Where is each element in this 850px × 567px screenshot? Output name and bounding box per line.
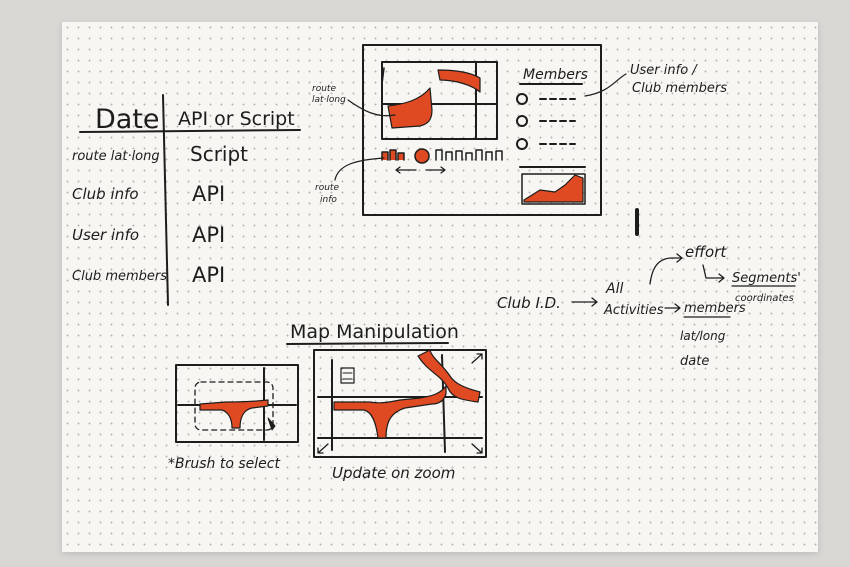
route-info-note: route xyxy=(315,183,339,193)
member-avatar xyxy=(516,138,528,150)
annotation-pointer xyxy=(334,157,385,181)
table-row-data-label: Club info xyxy=(72,185,139,203)
annotation-pointer xyxy=(347,99,396,117)
route-segment xyxy=(333,385,447,439)
flow-lat-long: lat/long xyxy=(680,329,726,343)
dashboard-frame xyxy=(362,44,602,216)
flow-arrow xyxy=(664,303,681,313)
route-info-note: info xyxy=(320,195,337,205)
map-manipulation-section: Map Manipulation *Brush to select xyxy=(168,321,487,482)
table-row-source: API xyxy=(192,223,225,247)
table-row-data-label: User info xyxy=(72,226,139,244)
table-row-data-label: route lat·long xyxy=(72,149,160,164)
route-segment xyxy=(437,69,481,93)
table-row-data-label: Club members xyxy=(72,269,167,284)
flow-all-activities: Activities xyxy=(603,303,664,318)
flow-effort: effort xyxy=(685,243,727,261)
table-column-divider xyxy=(162,94,169,306)
route-latlong-note: lat·long xyxy=(312,95,346,105)
zoom-controls-icon xyxy=(340,367,355,384)
route-segment xyxy=(387,87,433,129)
table-header-underline xyxy=(79,129,301,133)
map-manipulation-title: Map Manipulation xyxy=(290,321,459,343)
flow-coordinates: coordinates xyxy=(735,293,794,304)
paper-sheet xyxy=(62,22,818,552)
table-header-date: Date xyxy=(95,104,160,135)
flow-arrow xyxy=(702,264,725,283)
table-row-source: Script xyxy=(190,142,248,166)
dashboard-sketch: Members route lat·long User in xyxy=(312,44,727,216)
flow-club-id: Club I.D. xyxy=(497,294,561,312)
zoom-corner-arrow xyxy=(471,353,483,364)
zoom-caption: Update on zoom xyxy=(332,464,455,482)
table-header-api-or-script: API or Script xyxy=(178,108,295,130)
data-flow-diagram: Club I.D. All Activities effort Segments… xyxy=(497,243,801,369)
flow-arrow xyxy=(649,253,683,285)
table-row-source: API xyxy=(192,182,225,206)
zoom-corner-arrow xyxy=(471,443,483,454)
flow-date: date xyxy=(680,354,709,369)
members-title: Members xyxy=(523,67,588,83)
route-timeline xyxy=(381,148,503,174)
route-segment xyxy=(417,349,481,403)
member-avatar xyxy=(516,115,528,127)
table-row-source: API xyxy=(192,263,225,287)
map-panel xyxy=(381,61,498,140)
elevation-chart-frame xyxy=(521,173,586,205)
zoom-map-panel xyxy=(313,349,487,458)
zoom-corner-arrow xyxy=(317,443,329,454)
brush-map-panel xyxy=(175,364,299,443)
annotation-pointer xyxy=(584,73,627,97)
member-avatar xyxy=(516,93,528,105)
flow-members: members xyxy=(684,301,746,316)
map-manipulation-underline xyxy=(286,342,449,345)
data-source-table: Date API or Script route lat·long Script… xyxy=(72,94,301,306)
flow-segments: Segments' xyxy=(732,271,801,286)
route-latlong-note: route xyxy=(312,84,336,94)
flow-arrow xyxy=(571,297,598,307)
cursor-icon xyxy=(267,417,276,431)
route-segment xyxy=(199,399,269,429)
flow-all-activities: All xyxy=(605,281,623,297)
elevation-chart-area xyxy=(523,174,584,203)
user-club-note: User info / xyxy=(630,63,698,78)
map-road xyxy=(381,67,385,85)
user-club-note: Club members xyxy=(632,81,727,96)
brush-caption: *Brush to select xyxy=(168,456,280,472)
timeline-selected-marker xyxy=(414,148,430,164)
